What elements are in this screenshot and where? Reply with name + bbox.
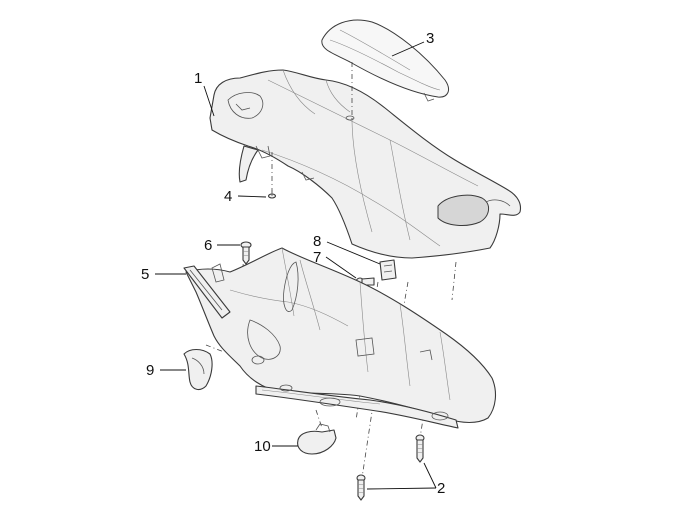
callout-6: 6 <box>204 237 212 254</box>
callout-10: 10 <box>254 438 271 455</box>
callout-1: 1 <box>194 70 202 87</box>
callout-3: 3 <box>426 30 434 47</box>
part-1-upper-handlebar-cover <box>209 69 522 259</box>
part-2-screw-right <box>415 434 425 463</box>
part-10-clip <box>297 423 337 455</box>
callout-labels: 1 2 3 4 5 6 7 8 9 10 <box>141 30 445 497</box>
callout-8: 8 <box>313 233 321 250</box>
leader-lines <box>155 41 437 490</box>
callout-5: 5 <box>141 266 149 283</box>
part-2-screw-left <box>356 474 366 501</box>
callout-2: 2 <box>437 480 445 497</box>
callout-9: 9 <box>146 362 154 379</box>
part-8-clip-nut <box>379 259 397 281</box>
part-5-lower-handlebar-cover <box>183 247 497 429</box>
part-9-clip <box>183 348 213 391</box>
part-4-screw <box>267 190 277 199</box>
callout-4: 4 <box>224 188 232 205</box>
callout-7: 7 <box>313 249 321 266</box>
part-6-screw <box>240 241 252 265</box>
part-3-top-cover <box>321 19 449 102</box>
